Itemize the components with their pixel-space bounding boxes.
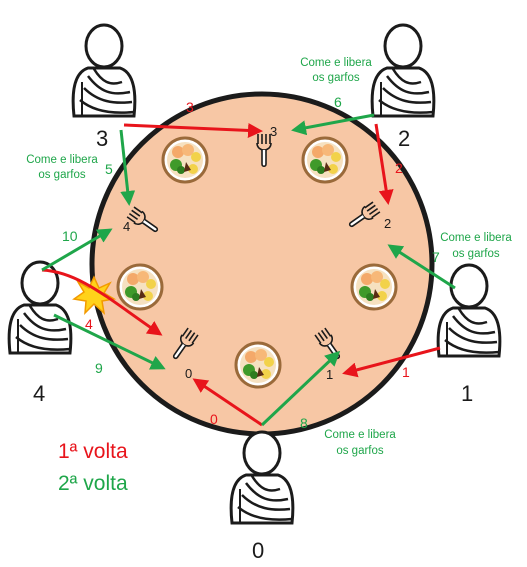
food-bowl-icon bbox=[116, 263, 164, 311]
legend-first-round: 1ª volta bbox=[58, 440, 128, 463]
fork-label-4: 4 bbox=[123, 219, 130, 234]
philosopher-icon bbox=[229, 430, 295, 525]
philosopher-icon bbox=[370, 23, 436, 118]
note-eat-release-line1: Come e libera bbox=[324, 429, 396, 441]
fork-label-3: 3 bbox=[270, 124, 277, 139]
note-eat-release-line2: os garfos bbox=[336, 445, 384, 457]
food-bowl-icon bbox=[301, 136, 349, 184]
philosopher-icon bbox=[436, 263, 502, 358]
note-eat-release-line2: os garfos bbox=[38, 169, 86, 181]
collision-burst-icon bbox=[72, 275, 117, 315]
note-eat-release-line1: Come e libera bbox=[26, 154, 98, 166]
arrow-step-5 bbox=[119, 129, 136, 206]
arrow-step-0 bbox=[192, 378, 263, 427]
step-number-3: 3 bbox=[186, 99, 194, 115]
arrow-step-2 bbox=[374, 123, 394, 205]
step-number-0: 0 bbox=[210, 411, 218, 427]
philosopher-label-3: 3 bbox=[96, 126, 108, 151]
arrow-step-1 bbox=[342, 346, 441, 378]
arrow-step-4 bbox=[41, 268, 163, 336]
step-number-4: 4 bbox=[85, 316, 93, 332]
step-number-7: 7 bbox=[432, 249, 440, 265]
philosopher-label-4: 4 bbox=[33, 381, 45, 406]
fork-label-2: 2 bbox=[384, 216, 391, 231]
philosopher-label-2: 2 bbox=[398, 126, 410, 151]
arrow-step-10 bbox=[41, 228, 113, 272]
note-eat-release-line2: os garfos bbox=[452, 248, 500, 260]
food-bowl-icon bbox=[350, 263, 398, 311]
legend-second-round: 2ª volta bbox=[58, 472, 128, 495]
step-number-9: 9 bbox=[95, 360, 103, 376]
arrow-step-3 bbox=[123, 122, 263, 138]
note-eat-release-line1: Come e libera bbox=[300, 57, 372, 69]
arrow-step-8 bbox=[260, 350, 341, 427]
philosopher-label-0: 0 bbox=[252, 538, 264, 563]
note-eat-release-line1: Come e libera bbox=[440, 232, 512, 244]
arrow-step-9 bbox=[53, 313, 166, 370]
fork-label-1: 1 bbox=[326, 367, 333, 382]
food-bowl-icon bbox=[161, 136, 209, 184]
step-number-10: 10 bbox=[62, 228, 78, 244]
step-number-6: 6 bbox=[334, 94, 342, 110]
step-number-1: 1 bbox=[402, 364, 410, 380]
fork-label-0: 0 bbox=[185, 366, 192, 381]
step-number-8: 8 bbox=[300, 415, 308, 431]
arrow-step-6 bbox=[291, 113, 375, 136]
step-number-5: 5 bbox=[105, 161, 113, 177]
arrow-step-7 bbox=[387, 244, 456, 290]
step-number-2: 2 bbox=[395, 160, 403, 176]
food-bowl-icon bbox=[234, 341, 282, 389]
philosopher-icon bbox=[7, 260, 73, 355]
note-eat-release-line2: os garfos bbox=[312, 72, 360, 84]
philosopher-icon bbox=[71, 23, 137, 118]
philosopher-label-1: 1 bbox=[461, 381, 473, 406]
